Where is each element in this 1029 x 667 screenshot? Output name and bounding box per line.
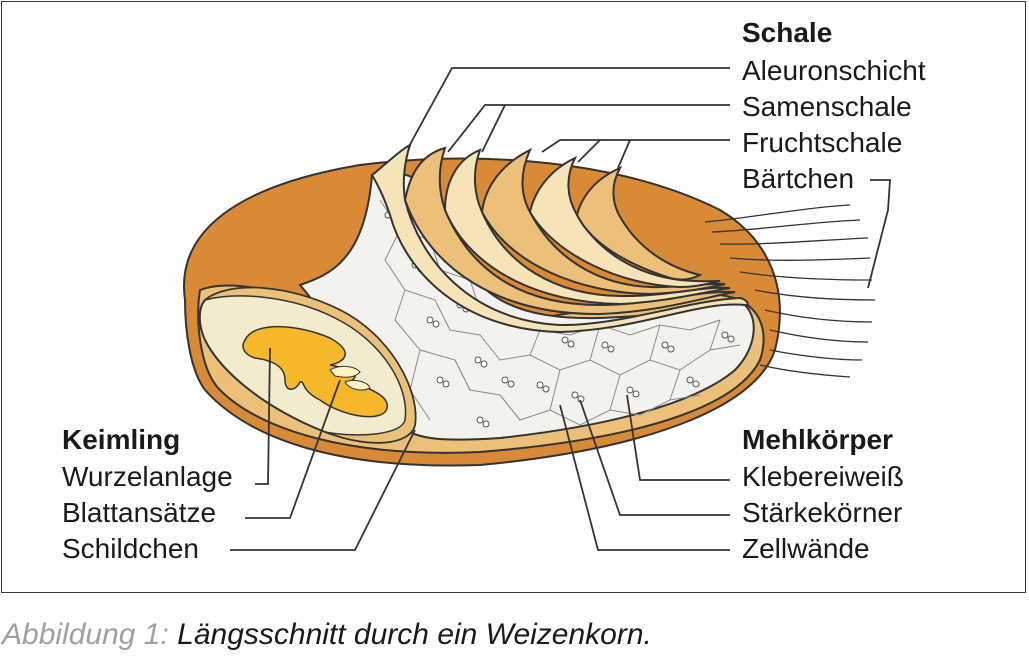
aleurone-layer-flap — [370, 143, 749, 334]
seed-coat-flap-2 — [443, 148, 731, 306]
label-blattansaetze: Blattansätze — [62, 497, 216, 528]
label-wurzelanlage: Wurzelanlage — [62, 461, 233, 492]
wheat-grain-diagram: Schale Aleuronschicht Samenschale Frucht… — [62, 17, 926, 564]
leader-staerkekoerner — [579, 399, 730, 516]
leader-klebereiweiss — [626, 394, 730, 481]
leader-samenschale-1 — [447, 104, 730, 153]
figure-caption: Abbildung 1: Längsschnitt durch ein Weiz… — [2, 618, 652, 652]
fruit-coat-flap-1 — [480, 147, 726, 296]
leader-fruchtschale-1 — [541, 139, 730, 153]
beard-hairs-baertchen — [704, 204, 876, 378]
label-staerkekoerner: Stärkekörner — [742, 497, 902, 528]
germ-leaf-bud — [329, 365, 371, 391]
leader-blattansaetze — [245, 379, 341, 519]
caption-text: Längsschnitt durch ein Weizenkorn. — [177, 618, 652, 651]
leader-samenschale-2 — [481, 104, 506, 153]
leader-schildchen — [230, 429, 416, 551]
leader-lines — [230, 67, 891, 551]
leader-wurzelanlage — [255, 347, 271, 485]
germ-scutellum-band — [204, 286, 417, 444]
label-keimling: Keimling — [62, 424, 180, 455]
label-klebereiweiss: Klebereiweiß — [742, 461, 904, 492]
leader-baertchen — [867, 179, 891, 289]
label-zellwaende: Zellwände — [742, 533, 870, 564]
label-fruchtschale: Fruchtschale — [742, 127, 902, 158]
leader-fruchtschale-3 — [617, 139, 631, 169]
leader-fruchtschale-2 — [577, 139, 601, 163]
label-schale: Schale — [742, 17, 832, 48]
label-aleuronschicht: Aleuronschicht — [742, 55, 926, 86]
label-samenschale: Samenschale — [742, 91, 912, 122]
label-schildchen: Schildchen — [62, 533, 199, 564]
label-baertchen: Bärtchen — [742, 163, 854, 194]
fruit-coat-flap-3 — [575, 165, 703, 281]
caption-number: Abbildung 1: — [2, 618, 169, 651]
leader-aleuronschicht — [407, 67, 730, 149]
label-mehlkoerper: Mehlkörper — [742, 424, 893, 455]
germ-embryo-yellow — [242, 325, 388, 418]
leader-zellwaende — [559, 404, 730, 551]
